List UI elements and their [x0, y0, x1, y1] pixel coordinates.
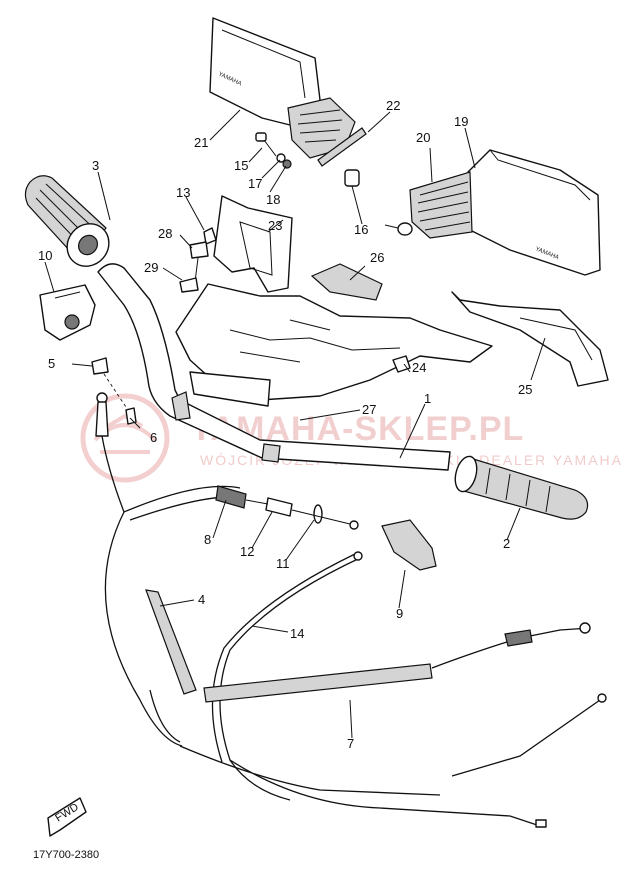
cable-boot	[381, 519, 437, 571]
callout-3: 3	[92, 158, 99, 173]
leader-lines	[44, 109, 546, 739]
callout-15: 15	[234, 158, 248, 173]
callout-22: 22	[386, 98, 400, 113]
bracket-right	[451, 291, 609, 387]
callout-13: 13	[176, 185, 190, 200]
collar	[344, 169, 360, 187]
callout-8: 8	[204, 532, 211, 547]
cable-14	[219, 557, 361, 801]
cable-lower-3	[451, 699, 601, 777]
callout-26: 26	[370, 250, 384, 265]
cable-14-end	[353, 551, 363, 561]
callout-5: 5	[48, 356, 55, 371]
cable-adjuster	[215, 485, 359, 530]
callout-9: 9	[396, 606, 403, 621]
grip-right	[454, 455, 589, 520]
callout-11: 11	[276, 556, 290, 571]
callout-20: 20	[416, 130, 430, 145]
callout-25: 25	[518, 382, 532, 397]
grip-left	[24, 175, 110, 267]
screw-set	[255, 132, 292, 169]
callout-19: 19	[454, 114, 468, 129]
holder-upper-window	[239, 221, 273, 276]
cable-lower-2	[229, 759, 541, 827]
callout-21: 21	[194, 135, 208, 150]
callout-6: 6	[150, 430, 157, 445]
callout-7: 7	[347, 736, 354, 751]
callout-17: 17	[248, 176, 262, 191]
assembly-guide-5	[103, 373, 129, 411]
holder-lower-plate	[189, 371, 271, 407]
handlebar-band-left	[171, 391, 191, 421]
collar-small	[397, 222, 413, 236]
diagram-code: 17Y700-2380	[33, 849, 99, 861]
cable-holder	[91, 357, 109, 375]
callout-18: 18	[266, 192, 280, 207]
screw-small	[125, 407, 137, 425]
callout-27: 27	[362, 402, 376, 417]
hand-guard-left: YAMAHA	[209, 17, 356, 159]
callout-4: 4	[198, 592, 205, 607]
cable-lower-1	[179, 745, 441, 796]
fwd-arrow-icon	[47, 797, 87, 837]
callout-28: 28	[158, 226, 172, 241]
hand-guard-right: YAMAHA	[409, 149, 601, 276]
cable-7-adjuster	[504, 629, 533, 647]
cable-lower-2-tip	[535, 819, 547, 828]
bolt-right	[392, 355, 411, 373]
throttle-cable	[95, 392, 245, 747]
cable-14b	[211, 553, 356, 763]
bracket-right-detail	[519, 317, 593, 361]
cover-plate	[310, 263, 383, 301]
callout-14: 14	[290, 626, 304, 641]
cable-7-sheath	[203, 663, 433, 703]
callout-16: 16	[354, 222, 368, 237]
callout-2: 2	[503, 536, 510, 551]
rubber-strip	[317, 127, 367, 167]
holder-upper	[213, 195, 293, 293]
callout-12: 12	[240, 544, 254, 559]
callout-1: 1	[424, 391, 431, 406]
cable-lower-3-tip	[597, 693, 607, 703]
callout-29: 29	[144, 260, 158, 275]
handlebar-band-right	[261, 443, 281, 463]
lever-holder	[39, 284, 96, 341]
bolts-left	[179, 227, 217, 293]
cable-7-tip	[579, 622, 591, 634]
holder-main-detail	[229, 319, 401, 363]
fwd-indicator: FWD	[47, 797, 87, 837]
callout-24: 24	[412, 360, 426, 375]
callout-10: 10	[38, 248, 52, 263]
callout-23: 23	[268, 218, 282, 233]
callouts: 3 21 22 20 19 15 17 18 16 13 28 29 23 26…	[38, 98, 532, 751]
watermark-logo-circle	[80, 393, 170, 483]
